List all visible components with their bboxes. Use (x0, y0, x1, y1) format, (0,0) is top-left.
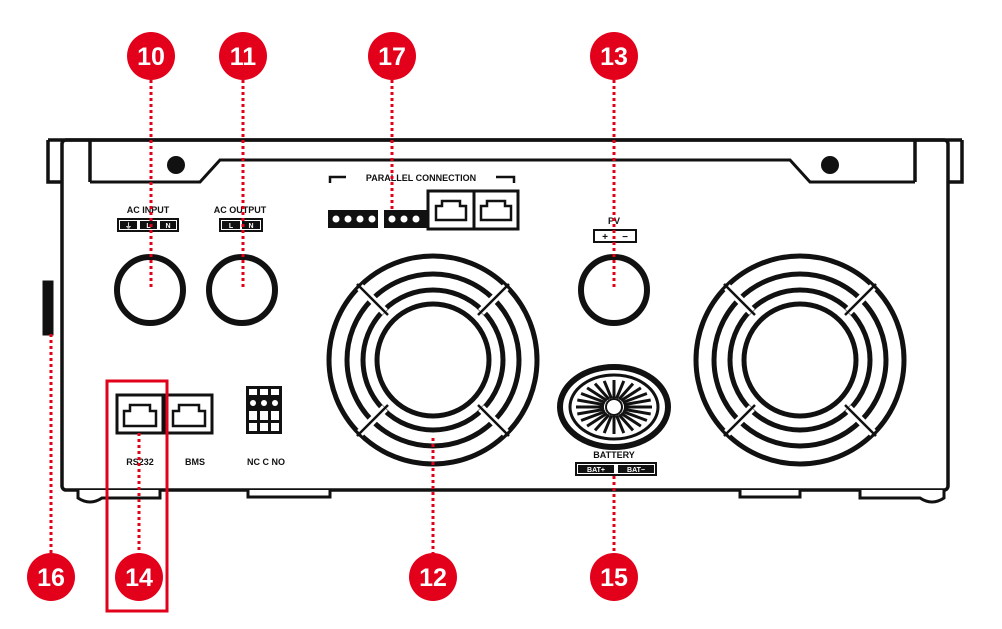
battery-gland-ray (623, 398, 651, 407)
svg-text:12: 12 (419, 564, 447, 592)
svg-text:10: 10 (137, 43, 165, 71)
battery-gland-ray (615, 380, 626, 399)
battery-gland-ray (586, 386, 608, 402)
ac-input-mark-ground: ⏚ (125, 222, 132, 230)
rs232-highlight-box (105, 379, 169, 613)
battery-mark-minus: BAT− (627, 467, 645, 474)
screw-left (167, 156, 185, 174)
battery-gland-ray (593, 382, 611, 401)
battery-gland (557, 364, 671, 450)
battery-mark-plus: BAT+ (587, 467, 605, 474)
ac-output-mark-n: N (248, 223, 253, 230)
relay-label: NC C NO (247, 457, 285, 467)
parallel-rj45-ports (426, 189, 520, 231)
battery-gland-ray (577, 407, 605, 416)
battery-gland-ray (586, 412, 608, 428)
battery-gland-rays (576, 380, 652, 434)
battery-gland-ray (577, 398, 605, 407)
callout-17: 17 (368, 32, 416, 80)
battery-gland-ray (620, 386, 642, 402)
callout-15: 15 (590, 553, 638, 601)
battery-gland-ray (617, 413, 635, 432)
inverter-housing (46, 138, 964, 492)
pv-mark-plus: + (602, 232, 608, 243)
pv-mark-minus: − (622, 232, 628, 243)
callout-14: 14 (115, 553, 163, 601)
parallel-connection-ports: PARALLEL CONNECTION (328, 173, 520, 231)
battery-gland-ray (622, 410, 648, 422)
ac-input-mark-n: N (165, 223, 170, 230)
battery-gland-ray (580, 392, 606, 404)
svg-text:13: 13 (600, 43, 628, 71)
callout-13: 13 (590, 32, 638, 80)
rs232-port: RS232 (115, 393, 165, 467)
svg-text:15: 15 (600, 564, 628, 592)
callout-12: 12 (409, 553, 457, 601)
parallel-terminal-blocks (328, 210, 428, 228)
rs232-label: RS232 (126, 457, 154, 467)
svg-text:16: 16 (37, 564, 65, 592)
callout-16: 16 (27, 553, 75, 601)
svg-text:11: 11 (230, 43, 257, 71)
screw-right (821, 156, 839, 174)
battery-gland-ray (620, 412, 642, 428)
battery-gland-ray (580, 410, 606, 422)
battery-gland-ray (615, 415, 626, 434)
parallel-connection-label: PARALLEL CONNECTION (366, 173, 476, 183)
svg-text:14: 14 (125, 564, 153, 592)
battery-label: BATTERY (593, 450, 635, 460)
battery-terminal: BATTERY BAT+ BAT− (557, 364, 671, 476)
battery-gland-ray (602, 415, 613, 434)
ac-output-label: AC OUTPUT (214, 205, 267, 215)
battery-gland-ray (623, 407, 651, 416)
side-power-switch (42, 280, 54, 336)
ac-output-mark-l: L (229, 223, 234, 230)
dry-contact-relay: NC C NO (246, 386, 285, 467)
housing-feet (76, 490, 946, 504)
leader-lines (49, 80, 616, 555)
svg-text:17: 17 (378, 43, 406, 71)
battery-gland-ray (602, 380, 613, 399)
ac-input-label: AC INPUT (127, 205, 170, 215)
callout-11: 11 (219, 32, 267, 80)
bms-port: BMS (164, 393, 214, 467)
bms-label: BMS (185, 457, 205, 467)
ac-input-terminal: AC INPUT ⏚ L N (114, 205, 186, 326)
cooling-fan-left (326, 253, 540, 467)
ac-output-terminal: AC OUTPUT L N (206, 205, 278, 326)
battery-gland-ray (622, 392, 648, 404)
ac-input-mark-l: L (146, 223, 151, 230)
callout-10: 10 (127, 32, 175, 80)
cooling-fan-right (693, 253, 907, 467)
battery-gland-ray (593, 413, 611, 432)
battery-gland-ray (617, 382, 635, 401)
